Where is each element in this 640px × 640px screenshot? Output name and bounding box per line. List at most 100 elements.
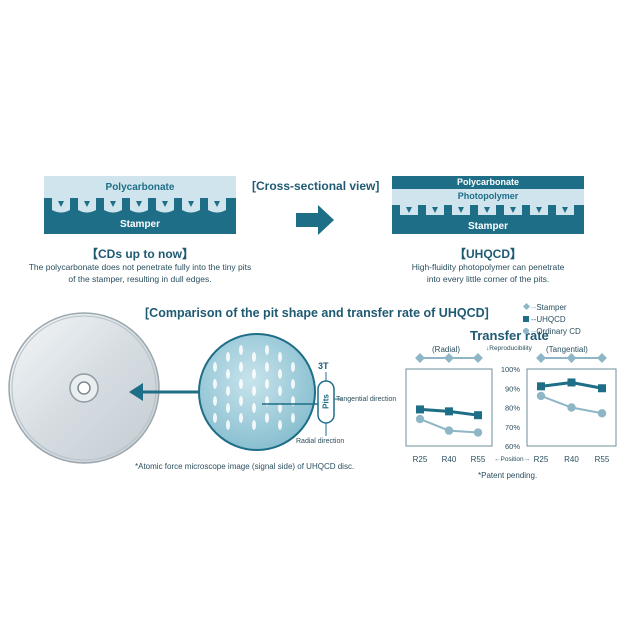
legend-item-uhqcd: --UHQCD: [522, 315, 640, 327]
afm-pit: [291, 413, 295, 423]
afm-pit: [252, 386, 256, 396]
y-tick-label: 60%: [505, 442, 520, 451]
afm-pit: [226, 369, 230, 379]
right-middle-layer-label: Photopolymer: [457, 191, 519, 201]
data-point-ordinary-cd: [473, 428, 483, 437]
y-tick-label: 80%: [505, 404, 520, 413]
left-top-layer-label: Polycarbonate: [105, 182, 175, 193]
left-arrow-icon: [129, 383, 143, 401]
comparison-title: [Comparison of the pit shape and transfe…: [145, 306, 489, 320]
data-point-ordinary-cd: [567, 403, 576, 412]
afm-pit: [278, 369, 282, 379]
cd-hole: [77, 381, 91, 395]
data-point-uhqcd: [416, 405, 424, 414]
left-desc-line2: of the stamper, resulting in dull edges.: [68, 274, 212, 284]
down-arrow-icon: [58, 201, 64, 207]
data-point-stamper: [444, 353, 454, 363]
afm-pit: [226, 386, 230, 396]
reproducibility-label: ↓Reproducibility: [486, 345, 532, 352]
legend-item-ordinary-cd: --Ordinary CD: [522, 327, 640, 339]
data-point-ordinary-cd: [597, 409, 607, 418]
legend-uhqcd-marker: [523, 316, 529, 322]
x-tick-label: R55: [595, 455, 610, 464]
tangential-direction-label: Tangential direction: [336, 396, 397, 403]
patent-note: *Patent pending.: [478, 471, 538, 480]
chart-legend: --Stamper --UHQCD --Ordinary CD: [522, 302, 640, 339]
transfer-rate-title: Transfer rate: [470, 328, 549, 343]
afm-pit: [239, 362, 243, 372]
x-tick-label: R25: [413, 455, 428, 464]
down-arrow-icon: [110, 201, 116, 207]
left-bottom-layer-label: Stamper: [119, 219, 160, 230]
down-arrow-icon: [162, 201, 168, 207]
down-arrow-icon: [562, 207, 568, 213]
x-tick-label: R40: [564, 455, 579, 464]
down-arrow-icon: [406, 207, 412, 213]
right-desc-line2: into every little corner of the pits.: [426, 274, 550, 284]
afm-pit: [252, 369, 256, 379]
afm-pit: [239, 413, 243, 423]
afm-pit: [213, 362, 217, 372]
left-stamper-pits: [52, 198, 226, 213]
afm-pit: [252, 403, 256, 413]
x-tick-label: R25: [534, 455, 549, 464]
afm-pit: [226, 352, 230, 362]
down-arrow-icon: [214, 201, 220, 207]
down-arrow-icon: [458, 207, 464, 213]
afm-pit: [239, 396, 243, 406]
chart-plot-frame: [405, 368, 493, 447]
down-arrow-icon: [136, 201, 142, 207]
afm-pit: [213, 413, 217, 423]
down-arrow-icon: [432, 207, 438, 213]
left-heading: 【CDs up to now】: [86, 247, 194, 261]
right-desc-line1: High-fluidity photopolymer can penetrate: [411, 262, 565, 272]
radial-chart-label: (Radial): [432, 345, 461, 354]
afm-pit: [265, 379, 269, 389]
right-polycarbonate-layer: [392, 176, 584, 189]
data-point-ordinary-cd: [415, 414, 425, 424]
data-point-uhqcd: [598, 384, 606, 393]
afm-pit: [226, 420, 230, 430]
right-bottom-layer-label: Stamper: [467, 221, 508, 232]
legend-ordinary-marker: [523, 328, 529, 334]
afm-pit: [278, 352, 282, 362]
cross-section-view-title: [Cross-sectional view]: [252, 179, 380, 193]
data-point-stamper: [415, 353, 425, 363]
afm-pit: [213, 379, 217, 389]
afm-pit: [265, 413, 269, 423]
tangential-chart-label: (Tangential): [546, 345, 588, 354]
left-desc-line1: The polycarbonate does not penetrate ful…: [28, 262, 252, 272]
afm-pit: [252, 352, 256, 362]
data-point-uhqcd: [567, 378, 576, 387]
x-tick-label: R55: [471, 455, 486, 464]
afm-pit: [213, 396, 217, 406]
left-polycarbonate-layer: [44, 176, 236, 198]
afm-pit: [278, 403, 282, 413]
data-point-uhqcd: [537, 382, 545, 391]
chart-plot-frame: [526, 368, 617, 447]
data-point-stamper: [536, 353, 546, 363]
legend-stamper-label: Stamper: [536, 303, 567, 312]
x-tick-label: R40: [442, 455, 457, 464]
data-point-uhqcd: [445, 407, 453, 416]
afm-pit: [291, 379, 295, 389]
right-top-layer-label: Polycarbonate: [456, 177, 520, 187]
data-point-ordinary-cd: [536, 391, 546, 401]
afm-pit: [239, 345, 243, 355]
afm-pit: [291, 362, 295, 372]
afm-pit: [226, 403, 230, 413]
right-photopolymer-layer: [392, 189, 584, 205]
y-tick-label: 70%: [505, 423, 520, 432]
afm-note: *Atomic force microscope image (signal s…: [135, 462, 355, 471]
radial-direction-label: Radial direction: [296, 438, 345, 445]
afm-pit: [265, 345, 269, 355]
afm-pit: [278, 420, 282, 430]
right-arrow-icon: [296, 205, 334, 235]
afm-pit: [265, 362, 269, 372]
data-point-stamper: [566, 353, 577, 363]
down-arrow-icon: [188, 201, 194, 207]
afm-pit: [252, 420, 256, 430]
down-arrow-icon: [536, 207, 542, 213]
